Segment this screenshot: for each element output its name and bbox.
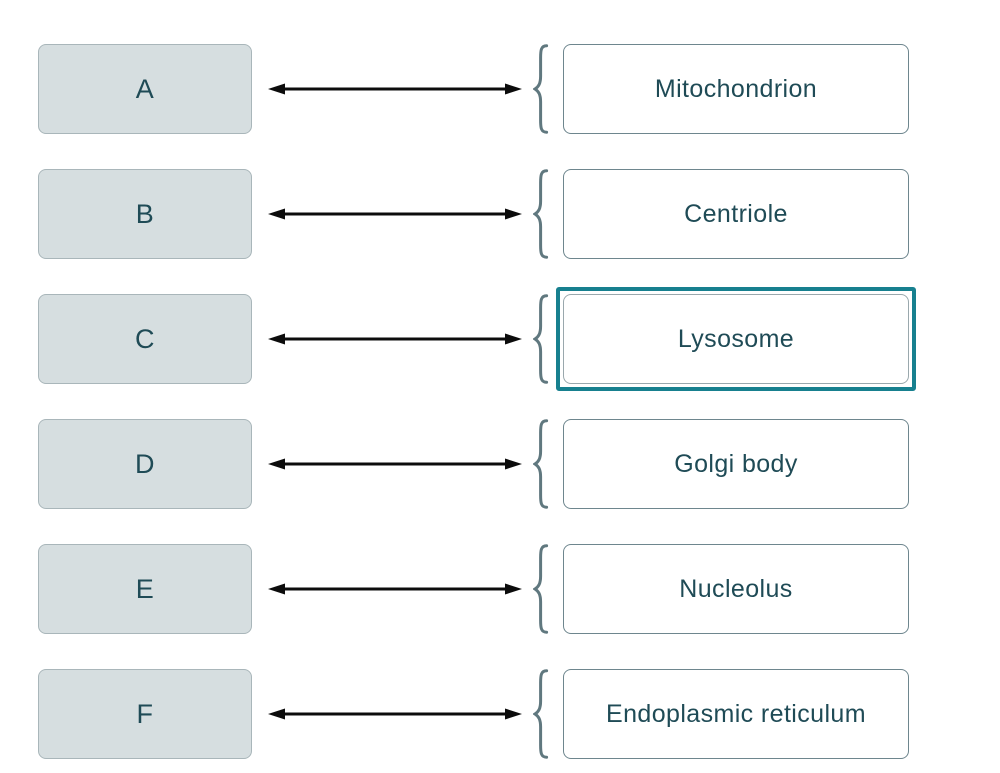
left-curly-brace-icon xyxy=(533,418,549,510)
double-arrow-icon xyxy=(268,333,522,345)
match-row: B Centriole xyxy=(38,169,1000,259)
letter-label: D xyxy=(135,448,155,479)
letter-box-a[interactable]: A xyxy=(38,44,252,134)
match-row: F Endoplasmic reticulum xyxy=(38,669,1000,759)
left-curly-brace-icon xyxy=(533,543,549,635)
match-row: A Mitochondrion xyxy=(38,44,1000,134)
match-row: D Golgi body xyxy=(38,419,1000,509)
connector xyxy=(252,418,563,510)
answer-slot: Lysosome xyxy=(556,287,916,391)
connector xyxy=(252,168,563,260)
left-curly-brace-icon xyxy=(533,43,549,135)
answer-slot: Endoplasmic reticulum xyxy=(563,669,909,759)
left-curly-brace-icon xyxy=(533,668,549,760)
answer-box-endoplasmic-reticulum[interactable]: Endoplasmic reticulum xyxy=(563,669,909,759)
connector xyxy=(252,293,563,385)
left-curly-brace-icon xyxy=(533,168,549,260)
letter-box-c[interactable]: C xyxy=(38,294,252,384)
double-arrow-icon xyxy=(268,583,522,595)
connector xyxy=(252,543,563,635)
double-arrow-icon xyxy=(268,708,522,720)
match-row: C Lysosome xyxy=(38,287,1000,391)
selected-answer-outline: Lysosome xyxy=(556,287,916,391)
double-arrow-icon xyxy=(268,458,522,470)
letter-label: F xyxy=(136,698,154,729)
double-arrow-icon xyxy=(268,83,522,95)
answer-label: Endoplasmic reticulum xyxy=(606,699,866,728)
letter-label: A xyxy=(135,73,155,104)
letter-label: E xyxy=(135,573,155,604)
answer-slot: Mitochondrion xyxy=(563,44,909,134)
answer-label: Lysosome xyxy=(677,324,795,353)
answer-label: Golgi body xyxy=(674,449,798,478)
answer-box-centriole[interactable]: Centriole xyxy=(563,169,909,259)
answer-label: Mitochondrion xyxy=(654,74,818,103)
letter-label: C xyxy=(135,323,155,354)
letter-box-e[interactable]: E xyxy=(38,544,252,634)
letter-box-b[interactable]: B xyxy=(38,169,252,259)
double-arrow-icon xyxy=(268,208,522,220)
answer-label: Centriole xyxy=(684,199,788,228)
answer-box-nucleolus[interactable]: Nucleolus xyxy=(563,544,909,634)
match-row: E Nucleolus xyxy=(38,544,1000,634)
answer-box-mitochondrion[interactable]: Mitochondrion xyxy=(563,44,909,134)
left-curly-brace-icon xyxy=(533,293,549,385)
answer-slot: Centriole xyxy=(563,169,909,259)
answer-slot: Golgi body xyxy=(563,419,909,509)
answer-box-golgi-body[interactable]: Golgi body xyxy=(563,419,909,509)
answer-box-lysosome[interactable]: Lysosome xyxy=(563,294,909,384)
connector xyxy=(252,43,563,135)
connector xyxy=(252,668,563,760)
letter-label: B xyxy=(135,198,155,229)
answer-slot: Nucleolus xyxy=(563,544,909,634)
letter-box-d[interactable]: D xyxy=(38,419,252,509)
answer-label: Nucleolus xyxy=(679,574,793,603)
letter-box-f[interactable]: F xyxy=(38,669,252,759)
